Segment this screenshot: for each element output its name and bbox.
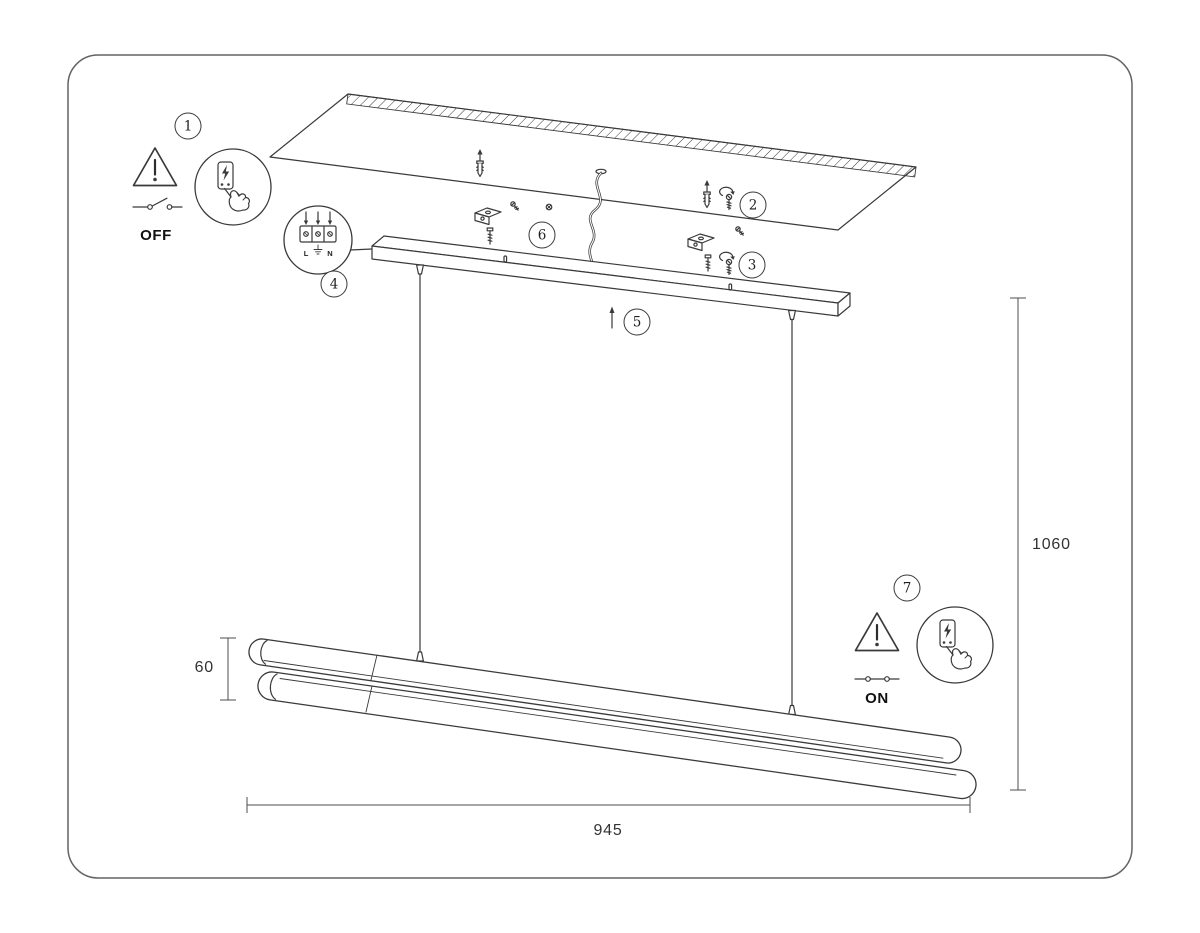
suspension-cable-right xyxy=(787,309,797,716)
callout-6-badge: 6 xyxy=(528,221,556,249)
warning-triangle-icon-off xyxy=(132,146,178,187)
lamp-body xyxy=(248,638,977,800)
bolt-icon-2 xyxy=(704,254,712,272)
dimension-height-value: 1060 xyxy=(1032,536,1071,553)
terminal-live-label: L xyxy=(304,249,309,258)
plate-slot-right xyxy=(728,283,733,291)
callout-6-number: 6 xyxy=(538,228,547,244)
power-cable xyxy=(588,171,603,264)
callout-7-group: 7 ON xyxy=(854,574,994,707)
callout-1-number: 1 xyxy=(184,119,193,135)
callout-1-group: 1 OFF xyxy=(132,112,272,244)
plug-in-detail-circle xyxy=(916,606,994,684)
small-screw-icon-2 xyxy=(734,225,746,238)
callout-3-group: 3 xyxy=(687,225,766,279)
warning-triangle-icon-on xyxy=(854,611,900,652)
callout-1-badge: 1 xyxy=(174,112,202,140)
cable-gripper-top-right xyxy=(787,309,797,321)
mounting-bracket-icon-2 xyxy=(687,233,715,252)
terminal-block-icon xyxy=(299,211,337,243)
callout-2-number: 2 xyxy=(749,198,758,214)
unplug-detail-circle xyxy=(194,148,272,226)
cable-gripper-bottom-left xyxy=(416,651,424,662)
dimension-fixture-length: 945 xyxy=(246,797,971,839)
lamp-lower-tube xyxy=(257,671,977,800)
screw-rotation-icon-3 xyxy=(719,251,736,276)
mounting-plate xyxy=(371,235,851,317)
terminal-detail-circle: L N xyxy=(283,205,353,275)
small-screw-icon xyxy=(509,200,521,213)
switch-closed-icon xyxy=(854,676,900,682)
ground-symbol-icon xyxy=(313,244,323,255)
diagram-border-frame xyxy=(67,54,1133,879)
on-label: ON xyxy=(865,690,889,707)
dimension-suspension-height: 1060 xyxy=(1010,297,1071,791)
bolt-icon xyxy=(486,227,494,245)
off-label: OFF xyxy=(140,227,172,244)
callout-3-badge: 3 xyxy=(738,251,766,279)
callout-4-group: L N 4 xyxy=(283,205,373,298)
callout-3-number: 3 xyxy=(748,258,757,274)
cable-gripper-top-left xyxy=(416,264,424,275)
callout-6-group: 6 xyxy=(474,200,556,249)
cable-gripper-bottom-right xyxy=(787,704,797,716)
callout-4-leader-line xyxy=(349,248,373,251)
screw-head-top-icon xyxy=(545,203,553,211)
callout-4-number: 4 xyxy=(330,277,339,293)
callout-5-badge: 5 xyxy=(623,308,651,336)
up-arrow-icon xyxy=(609,306,615,329)
lamp-upper-tube xyxy=(248,638,962,764)
dimension-fixture-height: 60 xyxy=(195,637,236,701)
callout-7-badge: 7 xyxy=(893,574,921,602)
switch-open-icon xyxy=(132,197,183,210)
dimension-lamp-height-value: 60 xyxy=(195,659,214,676)
callout-5-group: 5 xyxy=(609,306,651,336)
callout-7-number: 7 xyxy=(903,581,912,597)
callout-2-badge: 2 xyxy=(739,191,767,219)
suspension-cable-left xyxy=(416,264,424,662)
dimension-length-value: 945 xyxy=(593,822,622,839)
mounting-bracket-icon xyxy=(474,207,502,226)
callout-2-group: 2 xyxy=(703,179,767,219)
plate-slot-left xyxy=(503,255,508,263)
terminal-neutral-label: N xyxy=(327,249,332,258)
ceiling-hatch-band xyxy=(346,93,917,178)
callout-4-badge: 4 xyxy=(320,270,348,298)
ceiling-panel xyxy=(269,93,917,231)
callout-5-number: 5 xyxy=(633,315,642,331)
